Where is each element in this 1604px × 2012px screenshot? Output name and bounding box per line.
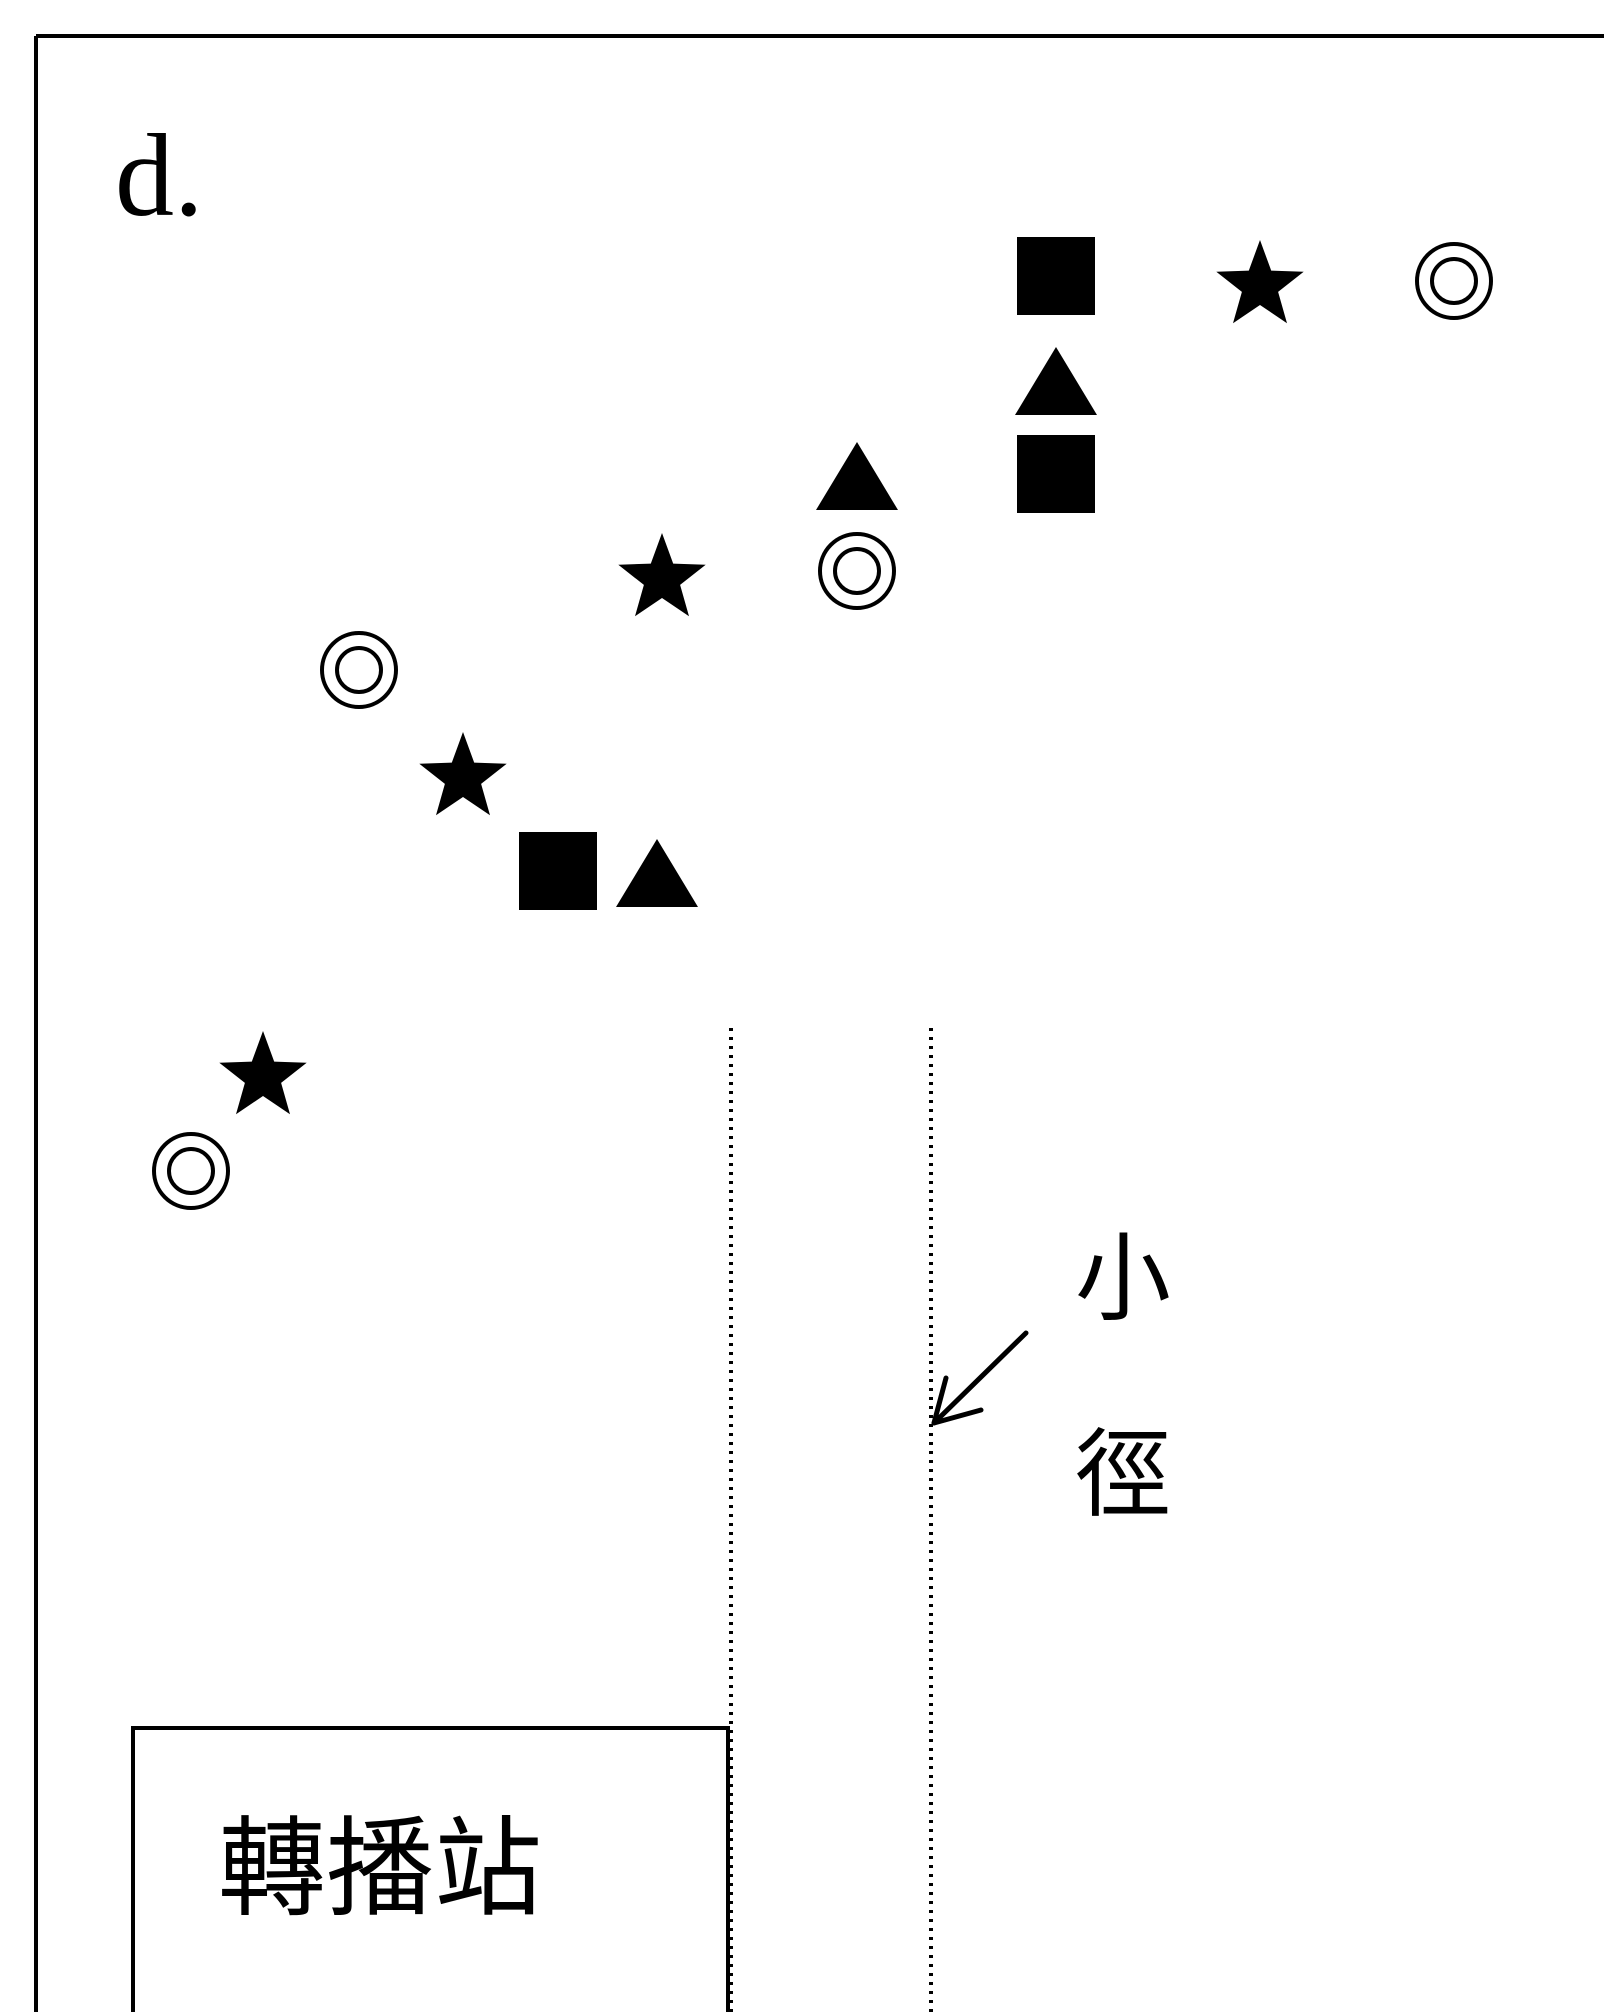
square-mark xyxy=(1017,237,1095,315)
square-mark xyxy=(1017,435,1095,513)
marks-layer xyxy=(152,237,1493,1210)
star-mark xyxy=(618,533,706,617)
triangle-mark xyxy=(816,442,898,510)
square-mark xyxy=(519,832,597,910)
double-circle-mark xyxy=(152,1132,230,1210)
double-circle-mark xyxy=(818,532,896,610)
station-label: 轉播站 xyxy=(218,1807,542,1932)
double-circle-mark xyxy=(320,631,398,709)
star-mark xyxy=(1216,240,1304,324)
path-label-char-2: 徑 xyxy=(1075,1419,1171,1531)
station-box xyxy=(131,1726,730,2012)
star-mark xyxy=(219,1031,307,1115)
star-mark xyxy=(419,732,507,816)
path-label-char-1: 小 xyxy=(1075,1223,1171,1335)
triangle-mark xyxy=(616,839,698,907)
path-arrow-icon xyxy=(931,1330,1029,1426)
panel-label: d. xyxy=(115,110,204,241)
double-circle-mark xyxy=(1415,242,1493,320)
triangle-mark xyxy=(1015,347,1097,415)
